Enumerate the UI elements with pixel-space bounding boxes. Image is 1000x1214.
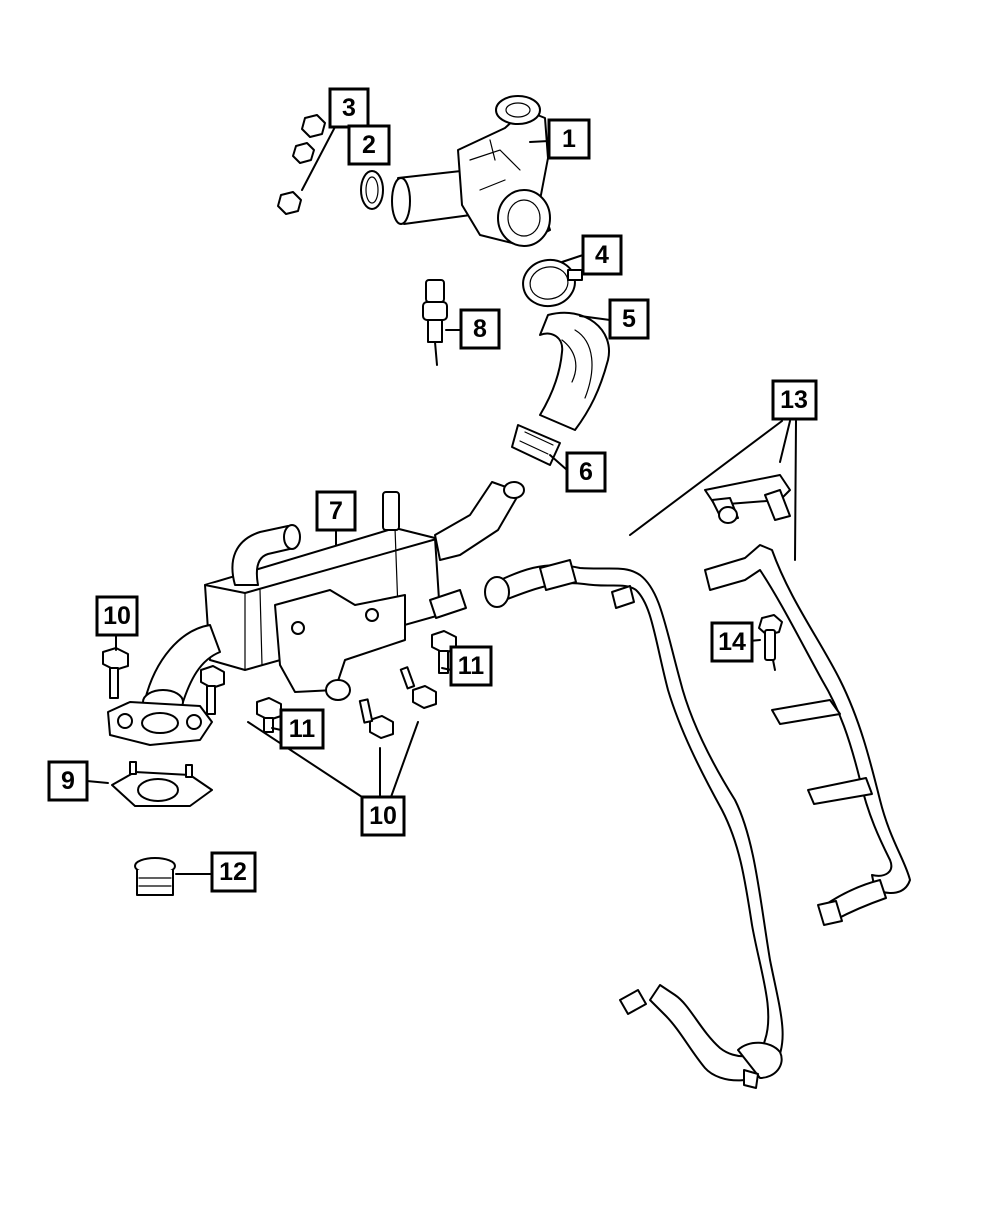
- callout-13: 13: [771, 379, 818, 421]
- leader-lines: [86, 124, 797, 875]
- callout-1: 1: [547, 118, 591, 160]
- part-bolts: [102, 647, 437, 739]
- svg-text:11: 11: [289, 715, 316, 743]
- part-sensor: [422, 279, 448, 366]
- part-flange-bolts: [256, 630, 457, 733]
- callout-8: 8: [459, 308, 501, 350]
- callout-11-left: 11: [279, 708, 325, 750]
- svg-text:11: 11: [458, 652, 485, 680]
- callout-2: 2: [347, 124, 391, 166]
- callout-6: 6: [565, 451, 607, 493]
- part-bolt-14: [758, 614, 783, 671]
- svg-text:9: 9: [61, 767, 75, 795]
- part-gasket: [111, 761, 213, 807]
- svg-text:7: 7: [329, 497, 343, 525]
- callout-7: 7: [315, 490, 357, 532]
- part-plug: [134, 857, 176, 896]
- callout-11-right: 11: [449, 645, 493, 687]
- svg-text:3: 3: [342, 94, 356, 122]
- svg-text:1: 1: [562, 125, 576, 153]
- part-hose-clamp: [522, 258, 583, 308]
- svg-text:6: 6: [579, 458, 593, 486]
- callout-4: 4: [581, 234, 623, 276]
- part-o-ring: [360, 170, 384, 210]
- svg-text:4: 4: [595, 241, 609, 269]
- svg-text:10: 10: [103, 602, 131, 630]
- svg-text:5: 5: [622, 305, 636, 333]
- part-long-hose: [484, 559, 784, 1089]
- svg-text:14: 14: [718, 628, 746, 656]
- callout-9: 9: [47, 760, 89, 802]
- svg-text:10: 10: [369, 802, 397, 830]
- part-fitting: [511, 424, 561, 466]
- part-nuts: [277, 114, 326, 215]
- svg-text:2: 2: [362, 131, 376, 159]
- part-tube-assembly: [704, 474, 911, 926]
- part-curved-hose: [539, 311, 611, 431]
- callout-3: 3: [328, 87, 370, 129]
- callout-12: 12: [210, 851, 257, 893]
- callout-10-lower: 10: [360, 795, 406, 837]
- part-housing: [391, 95, 551, 247]
- svg-text:8: 8: [473, 315, 487, 343]
- part-cooler-assembly: [107, 481, 525, 746]
- svg-text:13: 13: [780, 386, 808, 414]
- callout-14: 14: [710, 621, 754, 663]
- callout-5: 5: [608, 298, 650, 340]
- callout-10-upper: 10: [95, 595, 139, 637]
- svg-text:12: 12: [219, 858, 247, 886]
